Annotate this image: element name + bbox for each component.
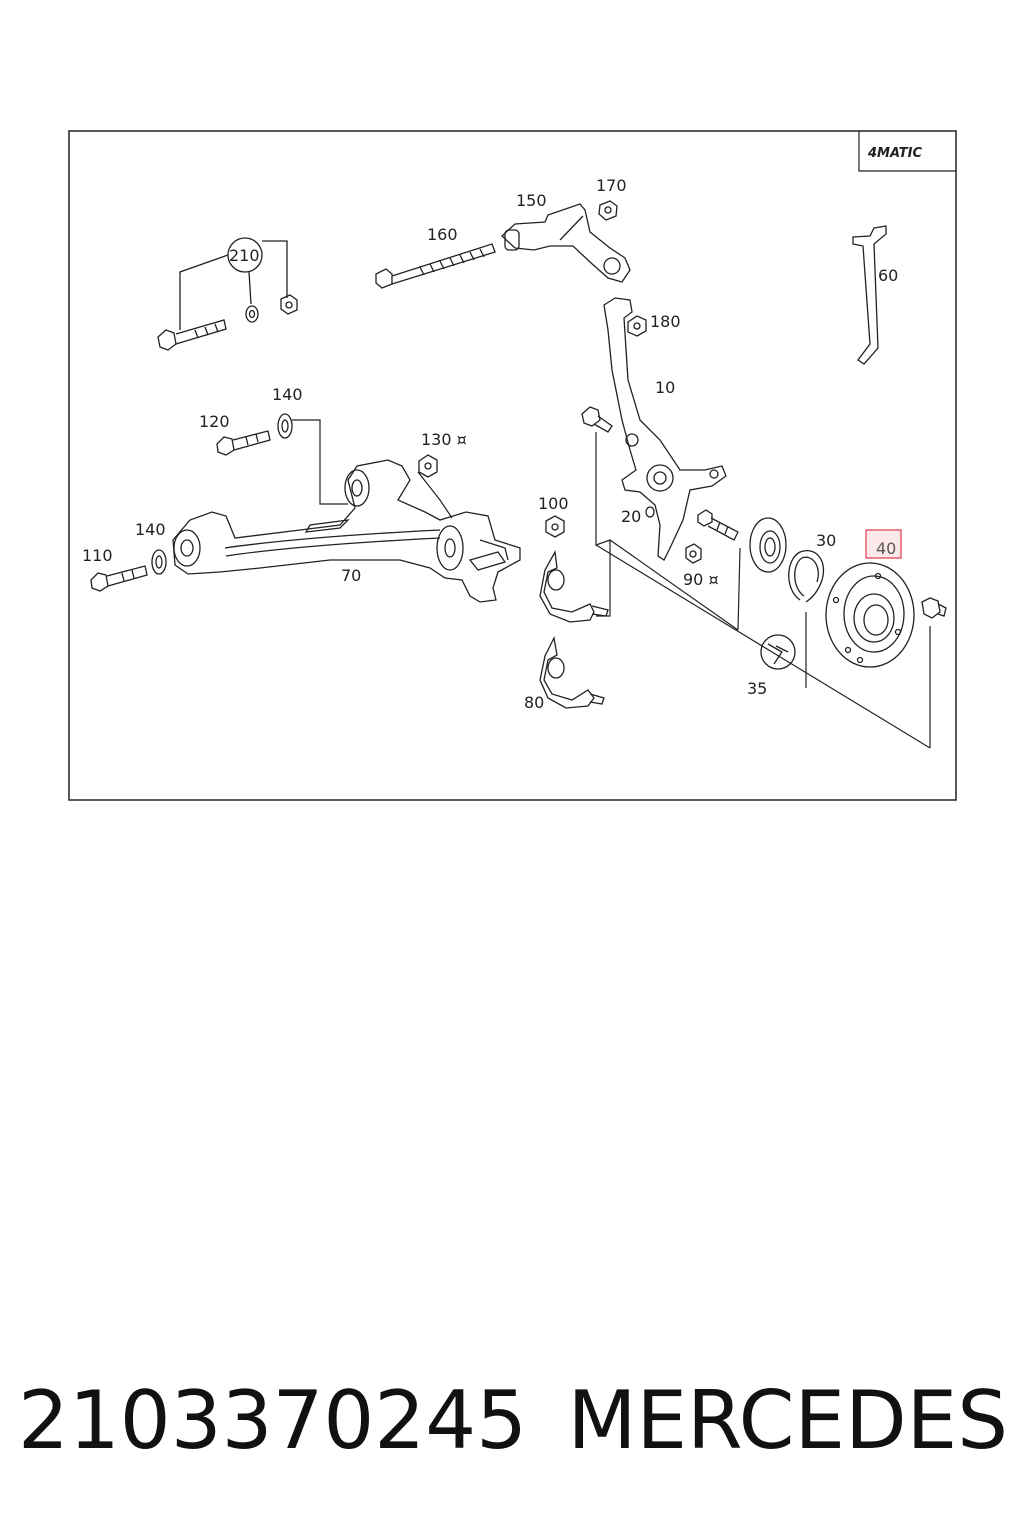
- label-part-90: 90 ¤: [683, 570, 719, 589]
- label-part-130: 130 ¤: [421, 430, 467, 449]
- label-part-80: 80: [524, 693, 544, 712]
- label-part-10: 10: [655, 378, 675, 397]
- bracket-part[interactable]: [852, 225, 887, 365]
- wrench-tool-icon: [760, 634, 796, 670]
- label-part-170: 170: [596, 176, 627, 195]
- wheel-hub-part[interactable]: [825, 562, 915, 668]
- label-part-140-upper: 140: [272, 385, 303, 404]
- lower-control-arm-part[interactable]: [172, 459, 521, 603]
- nut-icon: [418, 454, 565, 538]
- label-part-30: 30: [816, 531, 836, 550]
- bolt-icon: [581, 406, 739, 541]
- svg-text:4MATIC: 4MATIC: [867, 146, 923, 161]
- ball-joint-part[interactable]: [539, 549, 609, 623]
- label-part-160: 160: [427, 225, 458, 244]
- label-part-110: 110: [82, 546, 113, 565]
- label-part-140-lower: 140: [135, 520, 166, 539]
- wheel-bearing-part[interactable]: [749, 517, 787, 573]
- label-part-100: 100: [538, 494, 569, 513]
- bushing-icon: [151, 413, 293, 575]
- parts-diagram: 4MATIC: [68, 130, 957, 801]
- highlight-box: [865, 529, 902, 559]
- nut-icon: [598, 200, 618, 221]
- bolt-icon: [90, 430, 271, 592]
- nut-icon: [685, 543, 702, 564]
- brand-name: MERCEDES: [567, 1373, 1008, 1467]
- part-210-group: [157, 237, 298, 351]
- steering-knuckle-part[interactable]: [603, 297, 727, 561]
- label-part-120: 120: [199, 412, 230, 431]
- label-part-150: 150: [516, 191, 547, 210]
- label-part-70: 70: [341, 566, 361, 585]
- upper-control-arm-part[interactable]: [501, 203, 631, 283]
- label-part-20: 20: [621, 507, 641, 526]
- 4matic-badge: 4MATIC: [858, 131, 956, 172]
- nut-icon: [627, 315, 647, 337]
- long-bolt-icon: [375, 243, 496, 289]
- label-part-40[interactable]: 40: [876, 539, 896, 558]
- bolt-icon: [921, 597, 947, 619]
- snap-ring-icon: [788, 550, 825, 603]
- diagram-frame: [68, 130, 957, 801]
- caption-bar: 2103370245 MERCEDES: [18, 1365, 1008, 1475]
- ball-joint-part[interactable]: [539, 635, 605, 709]
- label-part-210: 210: [229, 246, 260, 265]
- label-part-180: 180: [650, 312, 681, 331]
- part-number: 2103370245: [18, 1373, 527, 1467]
- label-part-60: 60: [878, 266, 898, 285]
- label-part-35: 35: [747, 679, 767, 698]
